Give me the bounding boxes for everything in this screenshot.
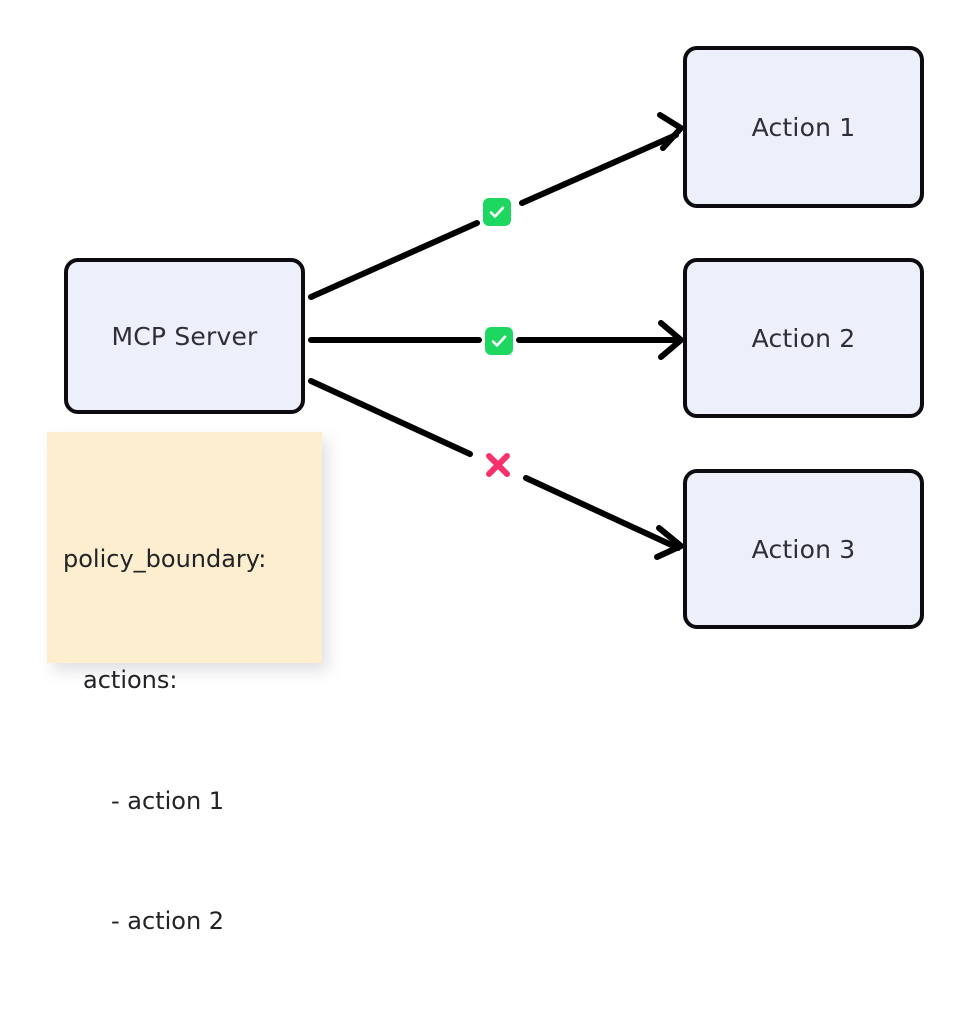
- edge-mcp-to-action-1: [308, 112, 684, 300]
- node-action-3[interactable]: Action 3: [683, 469, 924, 629]
- policy-note-line-2: - action 1: [111, 786, 225, 815]
- edge-layer: [308, 112, 684, 560]
- edge-mcp-to-action-2: [308, 320, 684, 360]
- cross-icon: [483, 450, 513, 480]
- policy-note-line-3: - action 2: [111, 907, 225, 936]
- edge-mcp-to-action-3: [308, 378, 684, 560]
- policy-note-line-0: policy_boundary:: [63, 544, 267, 573]
- edge-3-deny-badge: [483, 450, 513, 480]
- node-action-1-label: Action 1: [751, 112, 856, 142]
- node-mcp-server[interactable]: MCP Server: [64, 258, 305, 414]
- check-icon: [489, 331, 509, 351]
- node-action-2[interactable]: Action 2: [683, 258, 924, 418]
- node-action-2-label: Action 2: [751, 323, 856, 353]
- policy-note-line-1: actions:: [83, 665, 178, 694]
- node-mcp-server-label: MCP Server: [111, 321, 258, 351]
- diagram-canvas: MCP Server Action 1 Action 2 Action 3: [47, 46, 924, 936]
- check-icon: [487, 202, 507, 222]
- node-action-3-label: Action 3: [751, 534, 856, 564]
- edge-2-allow-badge: [485, 327, 513, 355]
- policy-boundary-note: policy_boundary: actions: - action 1 - a…: [47, 432, 322, 935]
- node-action-1[interactable]: Action 1: [683, 46, 924, 208]
- policy-boundary-note-body: policy_boundary: actions: - action 1 - a…: [47, 432, 322, 1022]
- edge-1-allow-badge: [483, 198, 511, 226]
